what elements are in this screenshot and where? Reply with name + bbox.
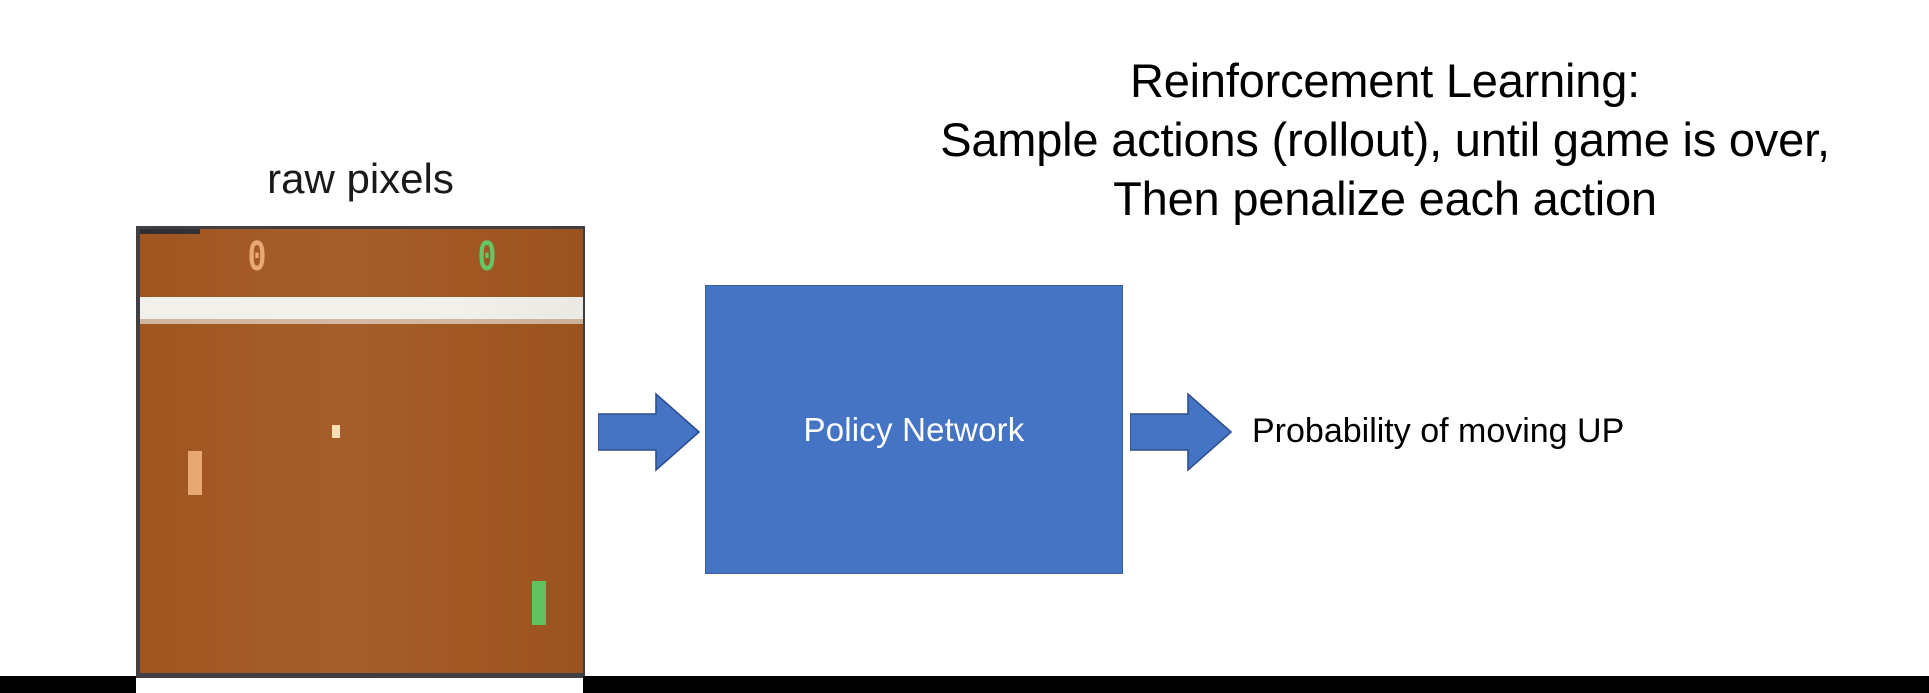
raw-pixels-caption: raw pixels [267, 155, 454, 202]
pong-score-right: 0 [470, 234, 504, 286]
footer-bar-right [583, 676, 1929, 693]
pong-divider-shadow [140, 319, 583, 324]
policy-network-label: Policy Network [803, 410, 1025, 448]
output-probability-label: Probability of moving UP [1252, 412, 1625, 450]
pong-score-right-value: 0 [477, 234, 497, 285]
slide-title: Reinforcement Learning: Sample actions (… [845, 52, 1925, 228]
arrow-right-icon [1130, 392, 1233, 472]
pong-paddle-right [532, 581, 546, 625]
pong-paddle-left [188, 451, 202, 495]
arrow-right-icon-input [598, 392, 701, 472]
pong-score-left-value: 0 [247, 234, 267, 285]
footer-bar-left [0, 676, 136, 693]
title-line-3: Then penalize each action [1113, 171, 1657, 225]
pong-game-screen: 0 0 [140, 229, 583, 673]
arrow-right-icon-output [1130, 392, 1233, 472]
pong-divider-line [140, 297, 583, 324]
pong-game-frame: 0 0 [136, 226, 585, 678]
title-line-1: Reinforcement Learning: [1129, 54, 1641, 107]
policy-network-box[interactable]: Policy Network [705, 285, 1123, 574]
title-line-2: Sample actions (rollout), until game is … [940, 112, 1830, 166]
pong-top-edge-mark [140, 229, 200, 234]
pong-ball [332, 425, 340, 438]
arrow-right-icon [598, 392, 701, 472]
pong-score-left: 0 [240, 234, 274, 286]
